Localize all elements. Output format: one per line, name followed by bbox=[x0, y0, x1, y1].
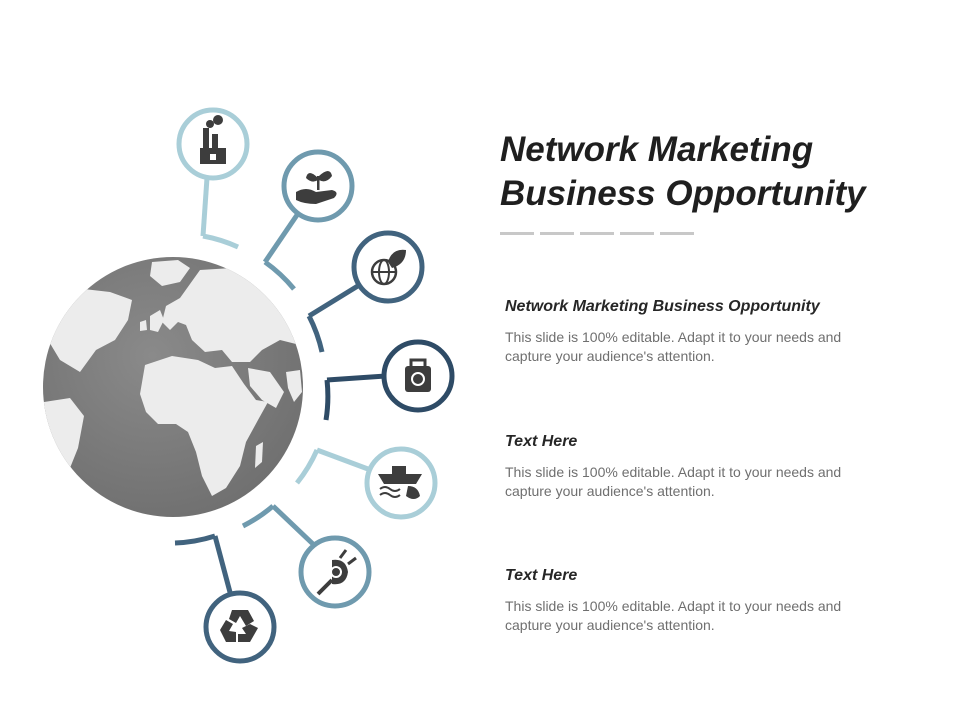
connector-line-1 bbox=[200, 177, 210, 237]
arc-segment-6 bbox=[241, 504, 275, 529]
node-4 bbox=[381, 339, 455, 413]
text-section-2: Text Here This slide is 100% editable. A… bbox=[505, 433, 885, 501]
dash bbox=[500, 232, 534, 235]
arc-segment-3 bbox=[306, 314, 325, 353]
node-7 bbox=[203, 590, 277, 664]
dash bbox=[580, 232, 614, 235]
arc-segment-7 bbox=[174, 533, 216, 546]
factory-icon bbox=[200, 115, 226, 164]
connector-line-7 bbox=[212, 535, 234, 597]
connector-line-2 bbox=[262, 213, 300, 264]
recycle-bag-icon bbox=[405, 358, 431, 392]
arc-segment-5 bbox=[295, 448, 320, 485]
node-2 bbox=[281, 149, 355, 223]
node-1 bbox=[176, 107, 250, 181]
title-line-1: Network Marketing bbox=[500, 130, 814, 169]
section-body: This slide is 100% editable. Adapt it to… bbox=[505, 598, 842, 633]
dash bbox=[660, 232, 694, 235]
diagram bbox=[43, 107, 455, 664]
title-underline-dashes bbox=[500, 232, 694, 235]
globe-leaf-icon bbox=[370, 249, 406, 286]
section-heading: Text Here bbox=[505, 433, 578, 450]
hand-plant-icon bbox=[296, 171, 337, 204]
node-3 bbox=[351, 230, 425, 304]
eco-plug-icon bbox=[316, 549, 357, 596]
text-section-3: Text Here This slide is 100% editable. A… bbox=[505, 567, 885, 635]
dash bbox=[540, 232, 574, 235]
dash bbox=[620, 232, 654, 235]
oil-spill-ship-icon bbox=[378, 466, 422, 499]
section-heading: Text Here bbox=[505, 567, 578, 584]
section-body: This slide is 100% editable. Adapt it to… bbox=[505, 464, 842, 499]
section-heading: Network Marketing Business Opportunity bbox=[505, 298, 820, 315]
connector-line-4 bbox=[326, 373, 387, 383]
text-section-1: Network Marketing Business Opportunity T… bbox=[505, 298, 885, 366]
arc-segment-2 bbox=[263, 259, 296, 291]
connector-line-6 bbox=[271, 504, 316, 547]
connector-line-3 bbox=[307, 281, 363, 319]
arc-segment-1 bbox=[202, 233, 240, 250]
arc-segment-4 bbox=[323, 379, 331, 421]
page-title: Network Marketing Business Opportunity bbox=[500, 128, 940, 216]
connector-lines bbox=[200, 177, 387, 597]
title-line-2: Business Opportunity bbox=[500, 174, 866, 213]
recycle-icon bbox=[220, 610, 258, 642]
node-5 bbox=[364, 446, 438, 520]
connector-line-5 bbox=[316, 447, 377, 475]
section-body: This slide is 100% editable. Adapt it to… bbox=[505, 329, 842, 364]
connector-arcs bbox=[174, 233, 331, 546]
globe bbox=[43, 257, 303, 517]
node-6 bbox=[298, 535, 372, 609]
